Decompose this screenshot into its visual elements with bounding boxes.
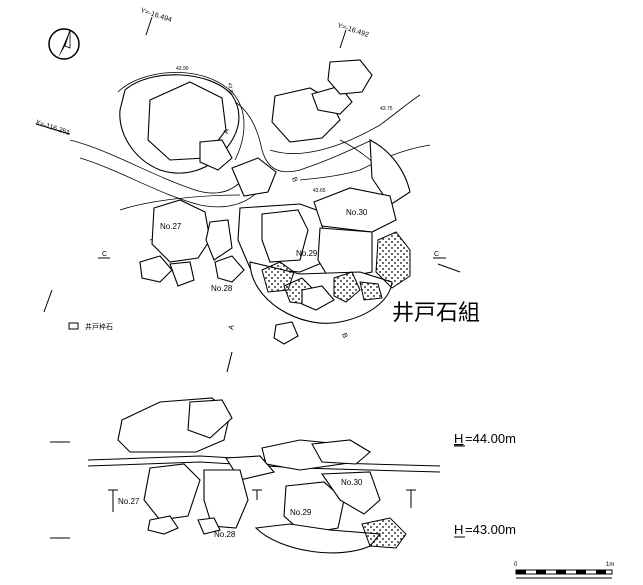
contour-label-2: 43.85 <box>226 82 234 96</box>
elevation-label-29: No.29 <box>290 508 312 517</box>
elevation-marker-44: H =44.00m <box>454 431 516 447</box>
coord-y2: Y=-16.492 <box>336 22 369 39</box>
coord-y1: Y=-16.494 <box>139 7 172 24</box>
drawing-title: 井戸石組 <box>392 300 480 325</box>
scale-zero: 0 <box>514 562 518 568</box>
stone-label-29: No.29 <box>296 249 318 258</box>
svg-text:H: H <box>454 522 463 537</box>
contour-label-1: 43.90 <box>176 66 189 72</box>
scale-one: 1m <box>606 562 614 568</box>
legend-label: 井戸枠石 <box>85 322 113 331</box>
stone-label-28: No.28 <box>211 284 233 293</box>
contour-label-3: 43.75 <box>380 106 393 112</box>
contour-label-4: 43.65 <box>313 188 326 194</box>
coord-tick-y1 <box>145 16 153 36</box>
elevation-label-28: No.28 <box>214 530 236 539</box>
svg-text:H: H <box>454 431 463 446</box>
section-b-bottom: B <box>340 332 348 339</box>
elevation-label-30: No.30 <box>341 478 363 487</box>
section-a-top: A <box>223 128 231 134</box>
elevation-h-value-44: =44.00m <box>465 431 516 446</box>
section-b-top: B <box>290 176 298 183</box>
elevation-view <box>50 397 441 554</box>
elevation-label-27: No.27 <box>118 497 140 506</box>
coord-tick-x1 <box>35 123 71 135</box>
coord-tick-y2 <box>339 29 347 49</box>
stone-label-30: No.30 <box>346 208 368 217</box>
north-arrow-icon <box>48 28 80 60</box>
well-stone-complex <box>237 187 411 345</box>
section-a-bottom: A <box>228 324 236 330</box>
elevation-h-prefix-44: H <box>454 431 463 446</box>
upper-stones <box>119 59 411 206</box>
section-c-right: C <box>434 251 439 258</box>
elevation-marker-43: H =43.00m <box>454 522 516 538</box>
scale-bar: 0 1m <box>514 562 614 579</box>
elevation-h-prefix-43: H <box>454 522 463 537</box>
stone-no27-cluster <box>139 199 245 287</box>
elevation-h-value-43: =43.00m <box>465 522 516 537</box>
coord-x1: X=-116.251 <box>34 119 70 137</box>
section-c-left: C <box>102 251 107 258</box>
stone-label-27: No.27 <box>160 222 182 231</box>
section-marks: C C A A B B <box>43 128 461 373</box>
legend-swatch <box>68 322 79 330</box>
